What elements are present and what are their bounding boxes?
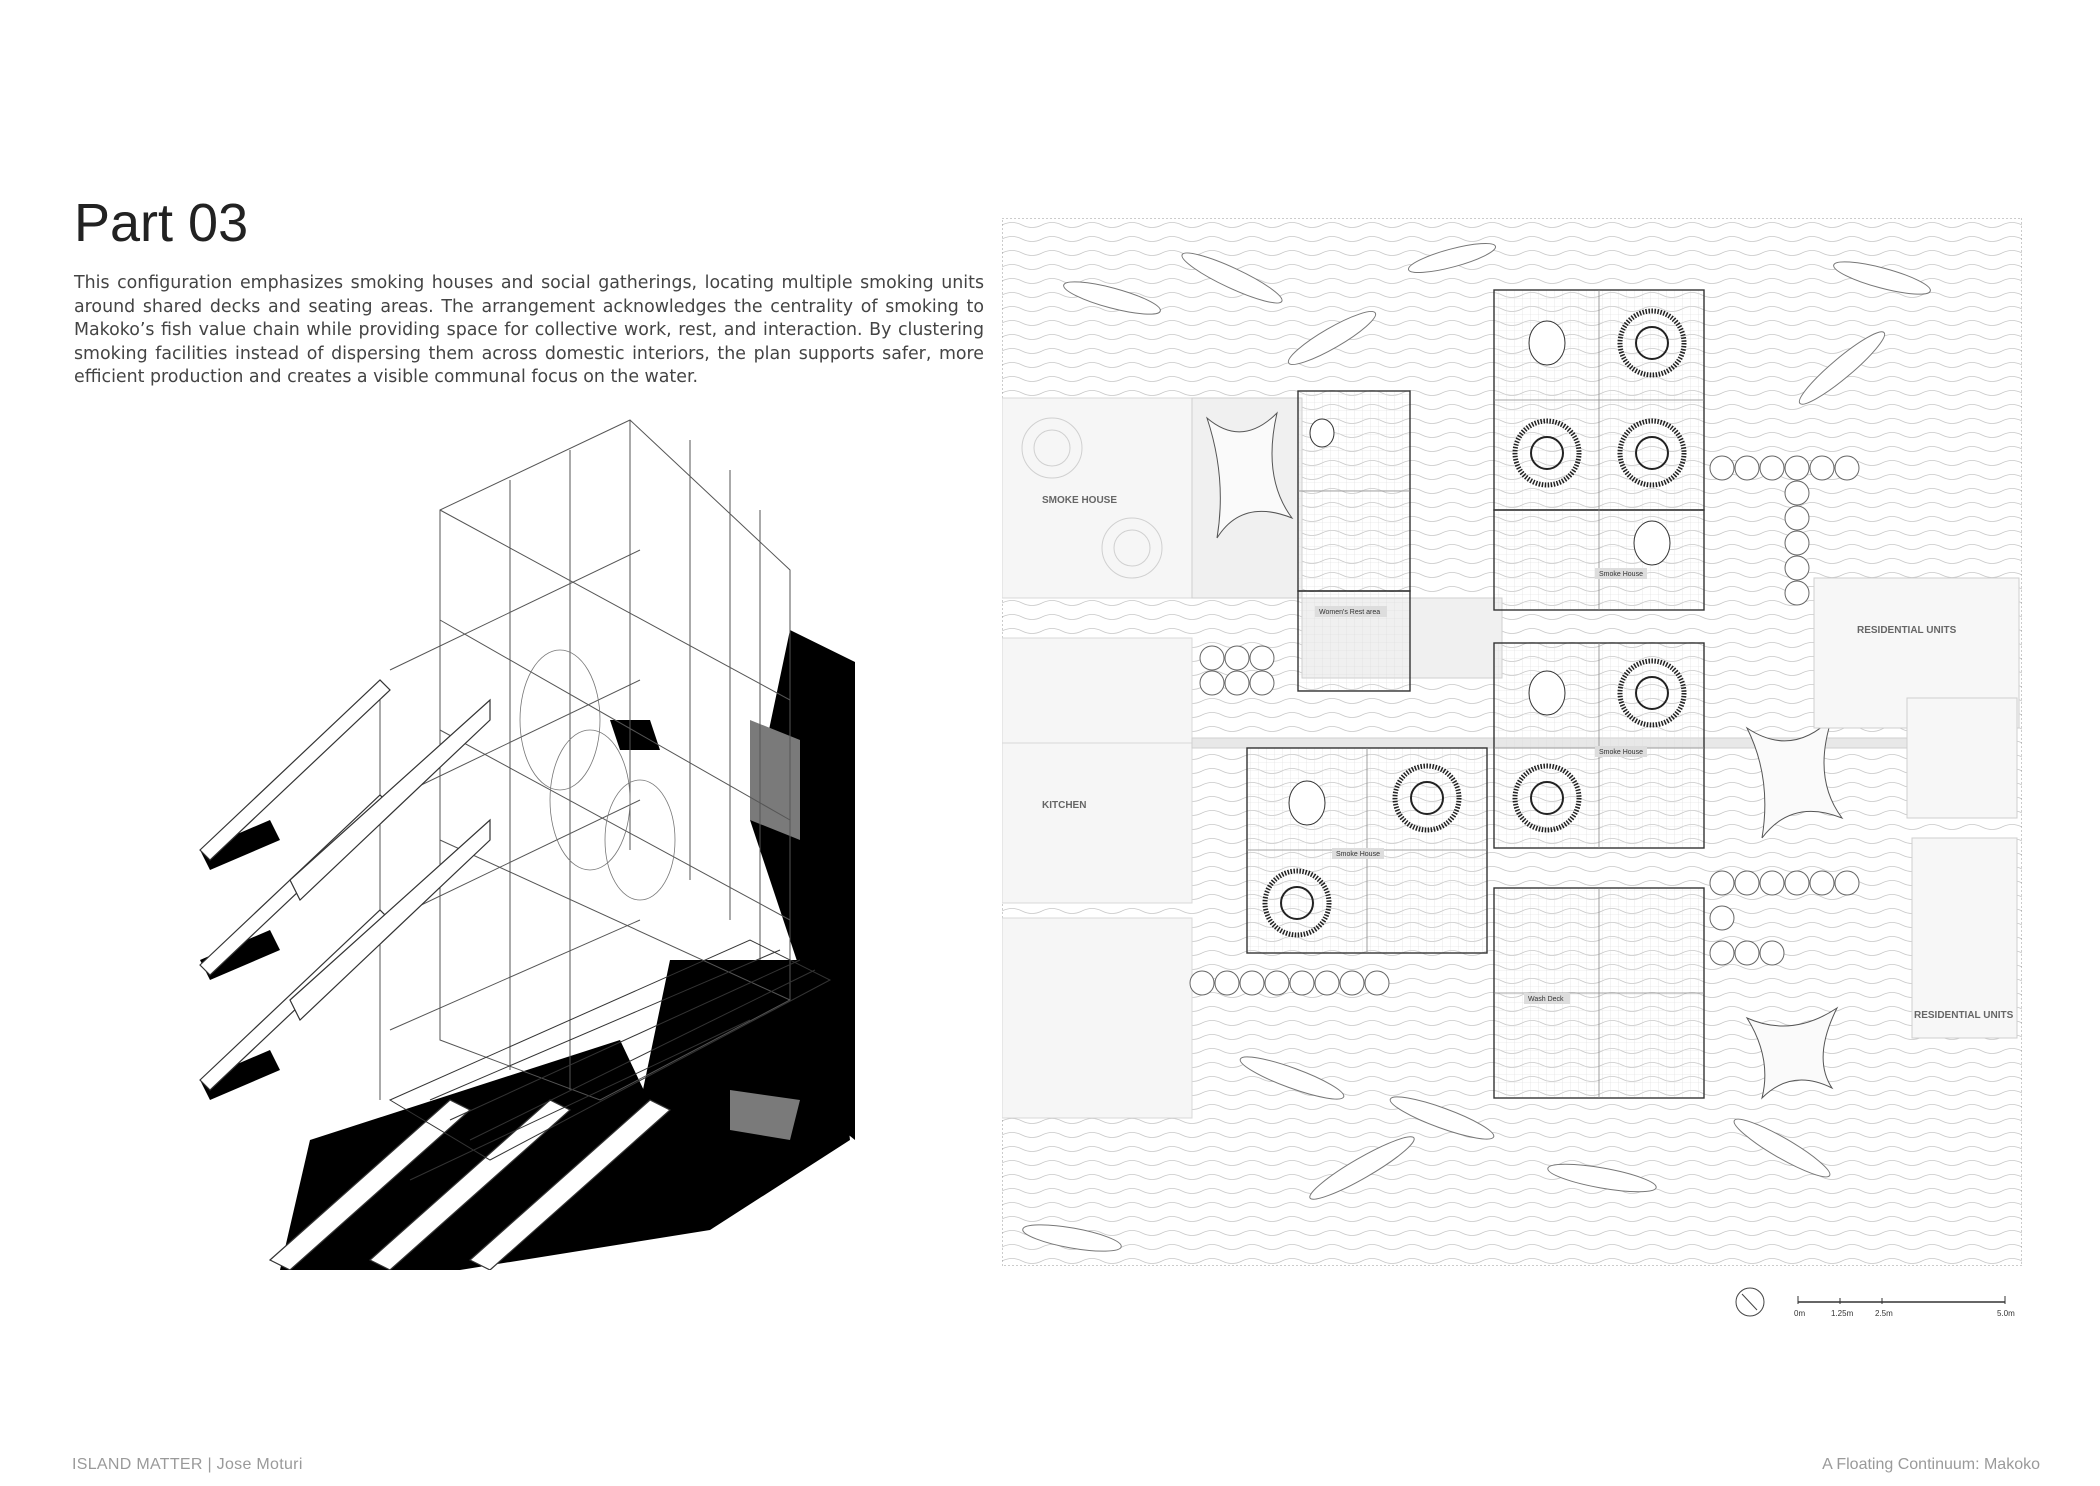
label-kitchen: KITCHEN [1042, 800, 1086, 811]
floor-plan: SMOKE HOUSE KITCHEN RESIDENTIAL UNITS RE… [1002, 218, 2022, 1266]
footer-left: ISLAND MATTER | Jose Moturi [72, 1456, 303, 1473]
scale-tick-0: 0m [1794, 1309, 1805, 1318]
label-wash-deck: Wash Deck [1528, 996, 1564, 1003]
intro-paragraph: This configuration emphasizes smoking ho… [74, 273, 984, 388]
north-arrow-icon [1735, 1287, 1765, 1317]
smoker-rings [1262, 308, 1687, 938]
canopies [1205, 411, 1844, 1100]
faded-left [1002, 397, 1193, 1119]
faded-right [1813, 577, 2020, 1039]
axo-shelves [199, 679, 672, 1270]
axo-shadow-grey [730, 720, 800, 1140]
label-smoke-house-a: Smoke House [1599, 571, 1643, 578]
label-residential-bottom: RESIDENTIAL UNITS [1914, 1010, 2014, 1021]
float-barrels [1189, 455, 1860, 996]
label-smoke-house: SMOKE HOUSE [1042, 495, 1117, 506]
scale-tick-3: 5.0m [1997, 1309, 2015, 1318]
scale-tick-2: 2.5m [1875, 1309, 1893, 1318]
label-residential-top: RESIDENTIAL UNITS [1857, 625, 1957, 636]
axo-deck [388, 939, 832, 1181]
tables [1288, 320, 1671, 826]
scale-bar: 0m 1.25m 2.5m 5.0m [1735, 1287, 2015, 1318]
axo-smoker [519, 649, 676, 901]
axonometric-drawing [199, 419, 855, 1270]
page-title: Part 03 [74, 193, 249, 253]
label-womens-rest: Women's Rest area [1319, 609, 1380, 616]
label-smoke-house-b: Smoke House [1599, 749, 1643, 756]
boats [1022, 242, 1931, 1252]
plan-labels: SMOKE HOUSE KITCHEN RESIDENTIAL UNITS RE… [1042, 495, 2014, 1021]
faded-left-rings [1021, 417, 1163, 579]
label-smoke-house-c: Smoke House [1336, 851, 1380, 858]
footer-right: A Floating Continuum: Makoko [1822, 1456, 2040, 1473]
scale-tick-1: 1.25m [1831, 1309, 1854, 1318]
